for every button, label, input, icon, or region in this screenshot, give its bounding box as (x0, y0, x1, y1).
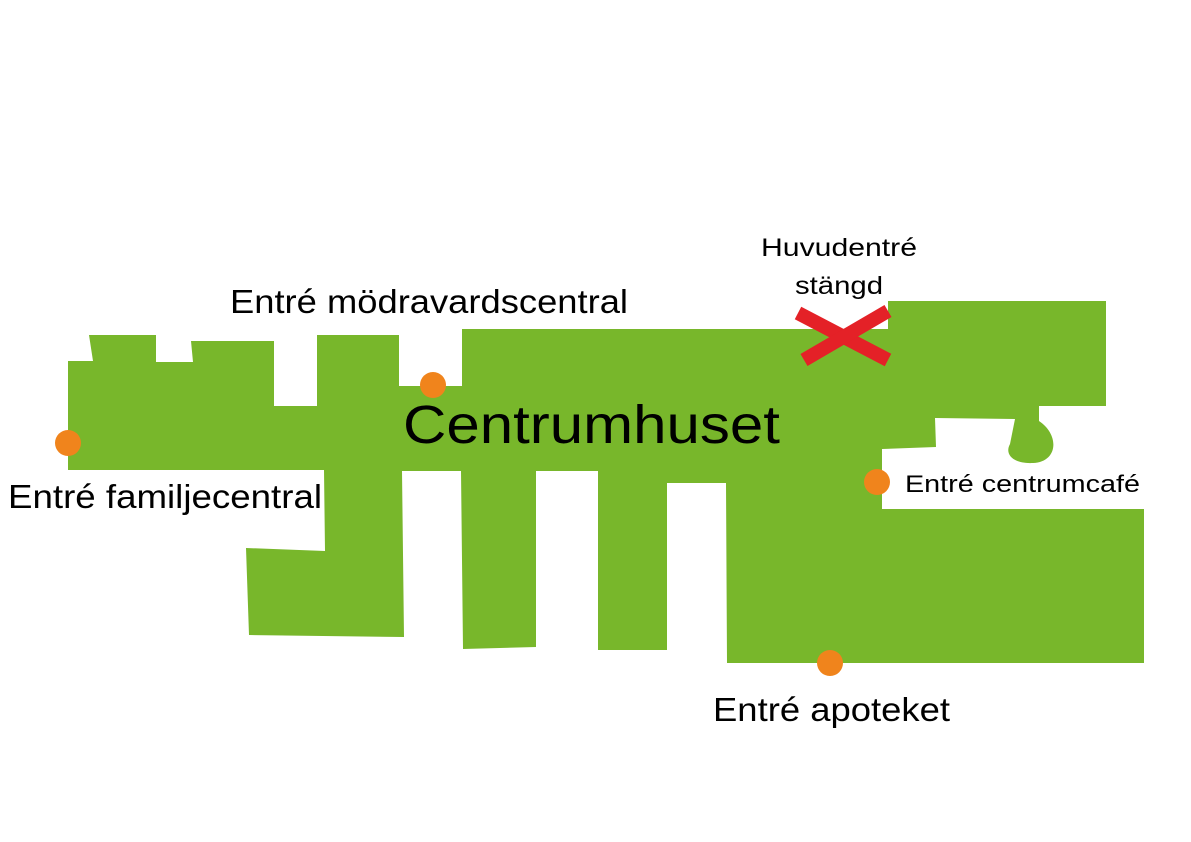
label-main-entrance-line1: Huvudentré (761, 234, 917, 262)
cross-icon-stroke-2 (800, 304, 892, 367)
closed-main-entrance-marker (794, 304, 892, 367)
entrance-dot-centrumcafe[interactable] (864, 469, 890, 495)
label-modravardscentral: Entré mödravardscentral (230, 283, 628, 320)
label-main-entrance-line2: stängd (795, 272, 883, 300)
label-apoteket: Entré apoteket (713, 691, 950, 728)
label-familjecentral: Entré familjecentral (8, 478, 322, 515)
building-name: Centrumhuset (403, 395, 780, 455)
label-centrumcafe: Entré centrumcafé (905, 471, 1140, 498)
building-floorplan (68, 301, 1144, 663)
entrance-dot-familjecentral[interactable] (55, 430, 81, 456)
entrance-dot-apoteket[interactable] (817, 650, 843, 676)
entrance-dot-modravardscentral[interactable] (420, 372, 446, 398)
